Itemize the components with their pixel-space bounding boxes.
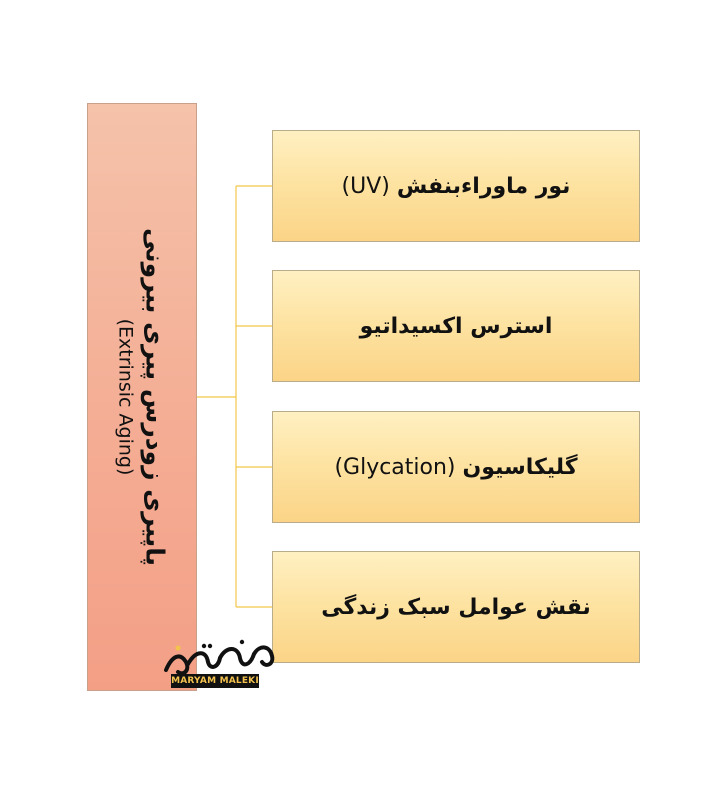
watermark-logo-icon xyxy=(164,639,275,676)
root-title: پاپیری زودرس پیری بیرونی xyxy=(140,227,170,567)
node-glycation: گلیکاسیون (Glycation) xyxy=(272,411,640,523)
node-label-en: (Glycation) xyxy=(334,454,456,480)
node-label: استرس اکسیداتیو xyxy=(360,314,553,339)
node-label: نقش عوامل سبک زندگی xyxy=(321,595,591,620)
node-label: گلیکاسیون (Glycation) xyxy=(334,455,577,480)
watermark-text: MARYAM MALEKI xyxy=(171,674,259,688)
node-label: نور ماوراءبنفش (UV) xyxy=(342,174,571,199)
node-uv: نور ماوراءبنفش (UV) xyxy=(272,130,640,242)
node-label-fa: نقش عوامل سبک زندگی xyxy=(321,594,591,620)
root-node xyxy=(87,103,197,691)
node-label-en: (UV) xyxy=(341,173,390,199)
root-node-text: پاپیری زودرس پیری بیرونی (Extrinsic Agin… xyxy=(112,228,171,566)
node-lifestyle: نقش عوامل سبک زندگی xyxy=(272,551,640,663)
node-label-fa: نور ماوراءبنفش xyxy=(396,173,571,199)
node-oxidative-stress: استرس اکسیداتیو xyxy=(272,270,640,382)
node-label-fa: گلیکاسیون xyxy=(462,454,578,480)
root-subtitle: (Extrinsic Aging) xyxy=(114,318,137,476)
node-label-fa: استرس اکسیداتیو xyxy=(359,313,553,339)
